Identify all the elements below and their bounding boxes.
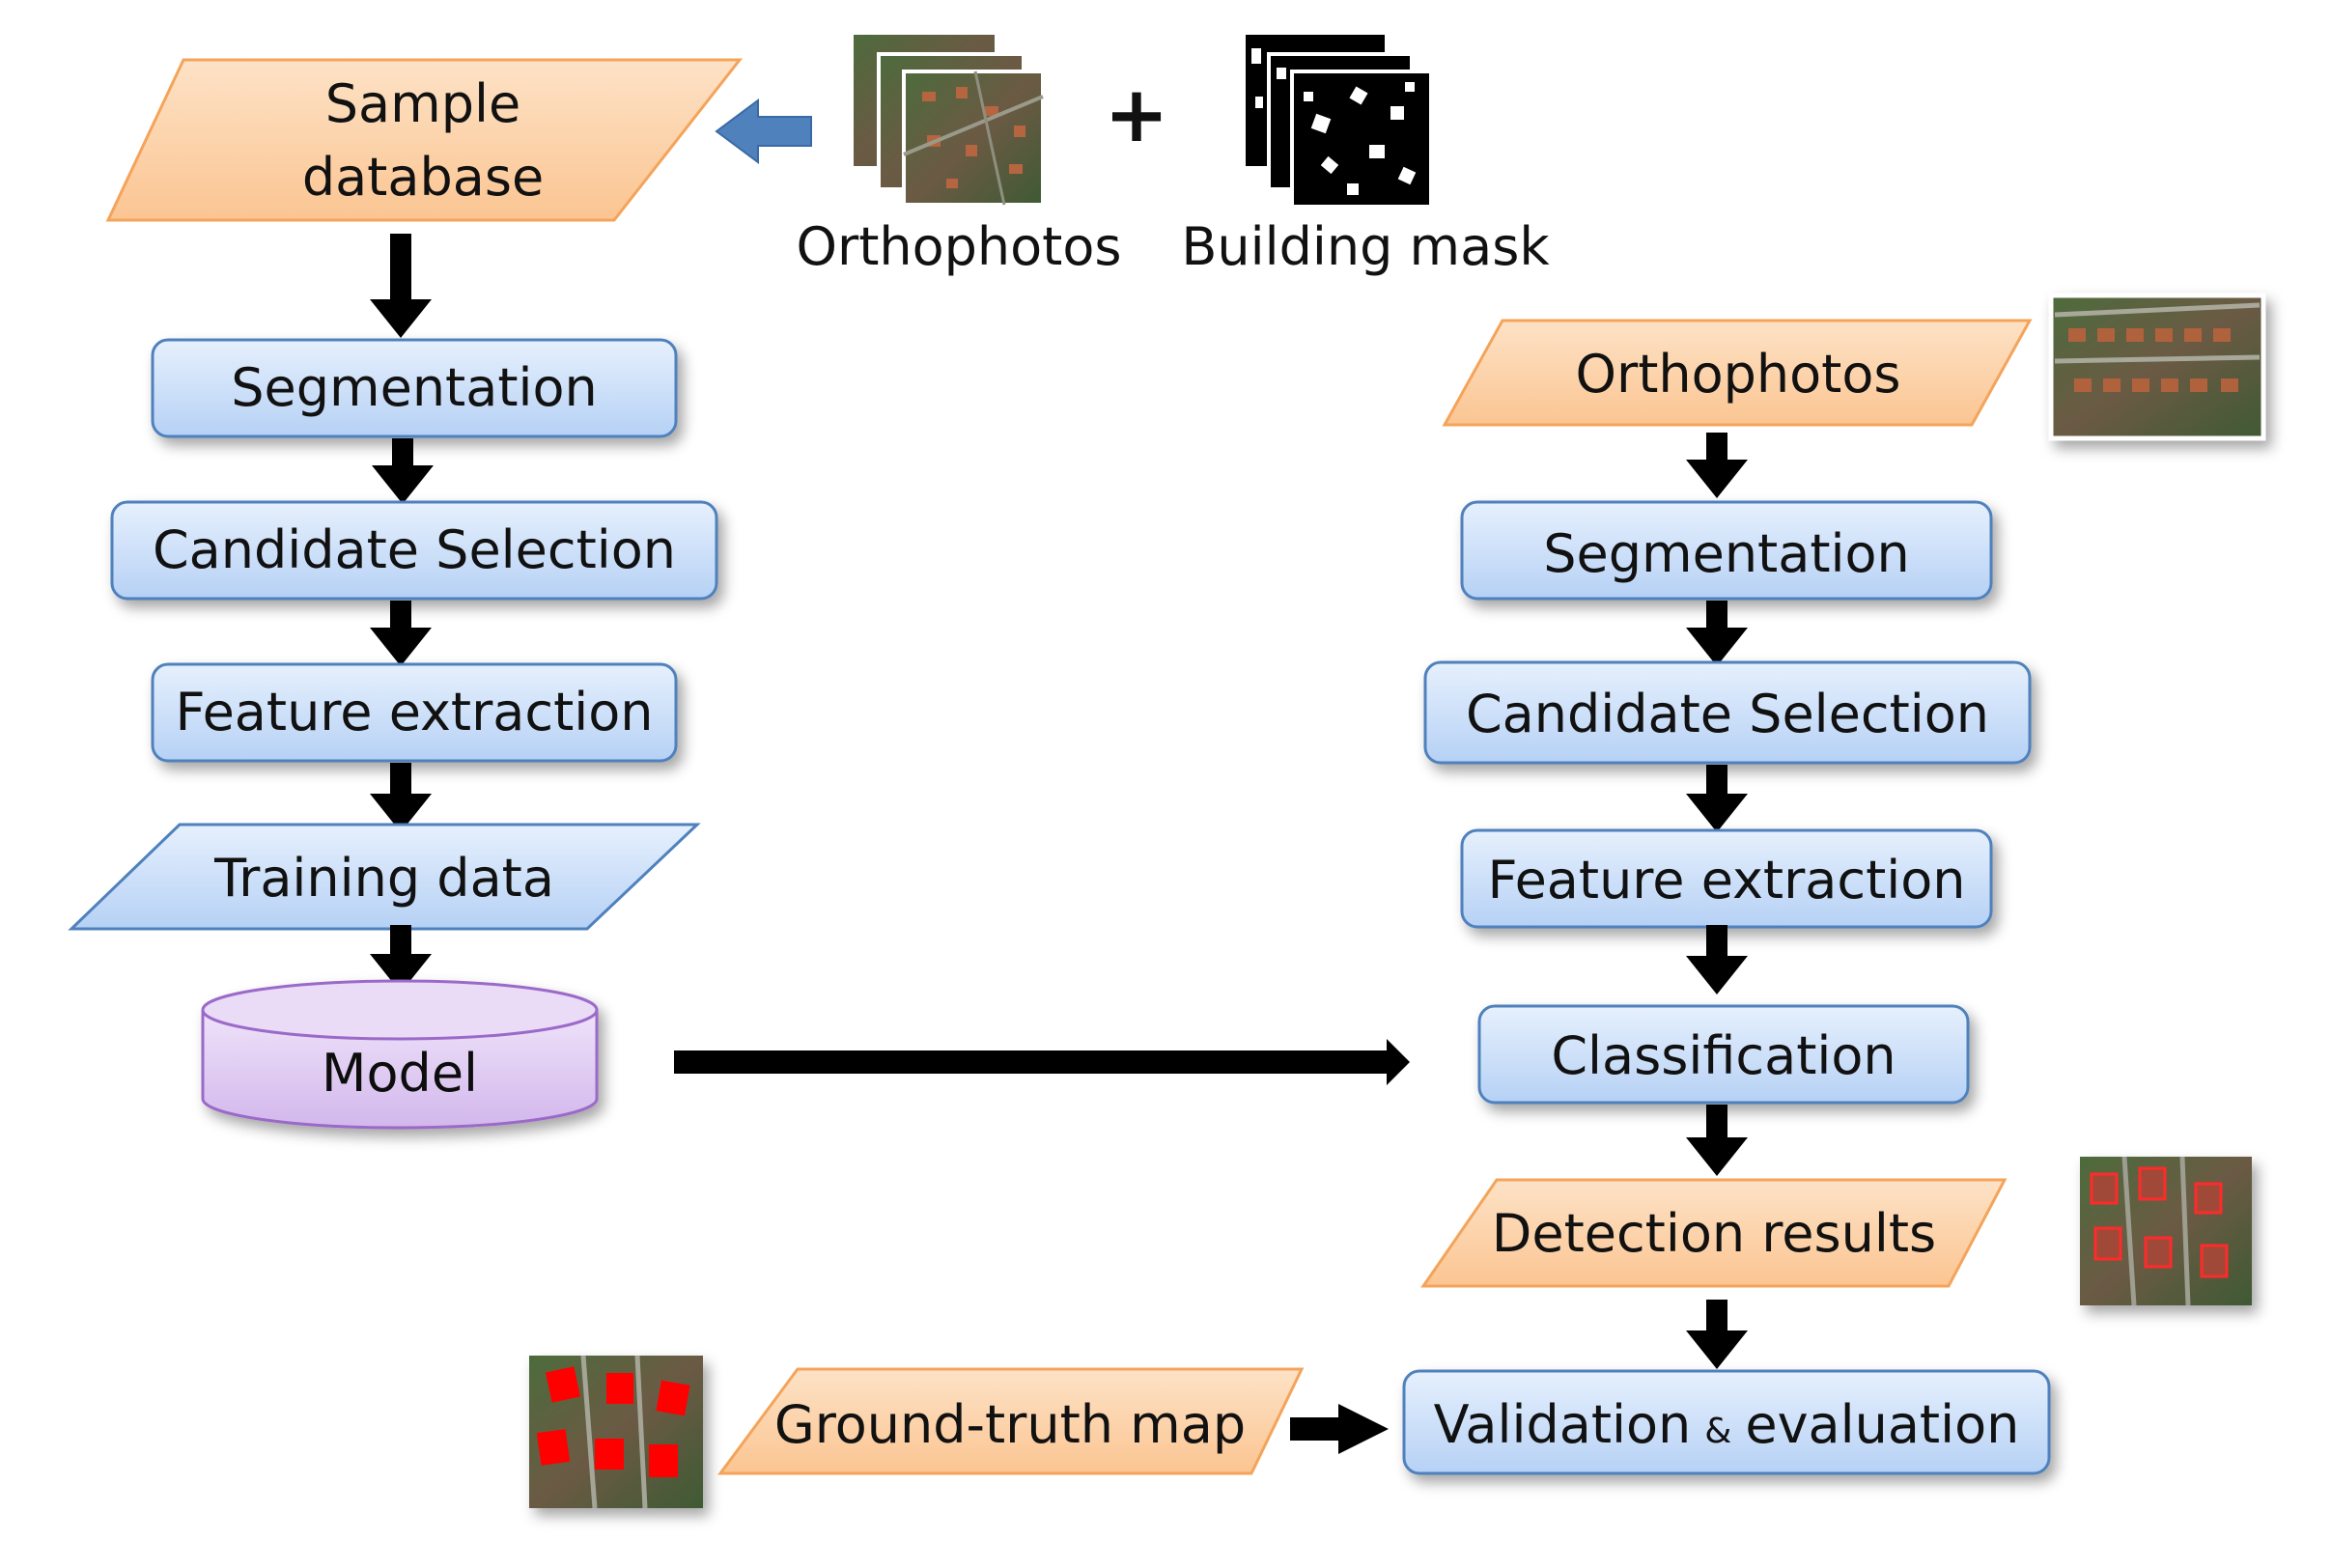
detection-overlay-thumbnail-icon — [2080, 1156, 2252, 1306]
arrow-right-6 — [1686, 1300, 1748, 1369]
classification-label: Classification — [1551, 1025, 1896, 1086]
right-segmentation-node: Segmentation — [1460, 500, 1993, 601]
right-candidate-selection-label: Candidate Selection — [1466, 684, 1989, 744]
right-candidate-selection-node: Candidate Selection — [1423, 660, 2032, 765]
building-mask-caption: Building mask — [1181, 216, 1550, 277]
detection-results-label: Detection results — [1492, 1203, 1936, 1264]
evaluation-word: evaluation — [1745, 1394, 2019, 1455]
sample-database-label-line2: database — [302, 147, 544, 208]
ground-truth-to-validation-arrow — [1290, 1404, 1389, 1454]
training-data-node: Training data — [68, 823, 701, 931]
validation-evaluation-label: Validation&evaluation — [1434, 1394, 2020, 1455]
validation-word: Validation — [1434, 1394, 1692, 1455]
training-data-label: Training data — [213, 848, 554, 909]
arrow-left-1 — [370, 234, 432, 338]
arrow-right-5 — [1686, 1105, 1748, 1176]
arrow-right-2 — [1686, 601, 1748, 666]
orthophoto-stack-icon — [850, 31, 1045, 207]
plus-sign: + — [1104, 70, 1168, 159]
right-feature-extraction-node: Feature extraction — [1460, 828, 1993, 929]
left-feature-extraction-node: Feature extraction — [151, 662, 678, 763]
model-node: Model — [201, 979, 599, 1130]
right-orthophotos-label: Orthophotos — [1575, 344, 1900, 405]
building-mask-stack-icon — [1242, 31, 1433, 209]
left-segmentation-node: Segmentation — [151, 338, 678, 438]
orthophoto-thumbnail-icon — [2048, 293, 2266, 441]
ground-truth-map-node: Ground-truth map — [717, 1367, 1305, 1475]
sample-database-node: Sample database — [105, 58, 744, 222]
left-feature-extraction-label: Feature extraction — [175, 682, 653, 742]
arrow-left-4 — [370, 763, 432, 832]
model-label: Model — [322, 1043, 478, 1104]
right-orthophotos-node: Orthophotos — [1442, 319, 2033, 427]
arrow-right-1 — [1686, 433, 1748, 498]
left-segmentation-label: Segmentation — [231, 357, 598, 418]
arrow-right-3 — [1686, 765, 1748, 832]
classification-node: Classification — [1477, 1004, 1970, 1105]
ground-truth-map-label: Ground-truth map — [774, 1394, 1246, 1455]
ampersand: & — [1704, 1412, 1731, 1451]
right-segmentation-label: Segmentation — [1543, 523, 1910, 584]
orthophotos-caption: Orthophotos — [796, 216, 1121, 277]
left-candidate-selection-label: Candidate Selection — [153, 519, 676, 580]
validation-evaluation-node: Validation&evaluation — [1402, 1369, 2051, 1475]
arrow-left-5 — [370, 925, 432, 993]
right-feature-extraction-label: Feature extraction — [1487, 850, 1965, 910]
detection-results-node: Detection results — [1420, 1178, 2008, 1288]
arrow-left-2 — [372, 438, 434, 504]
left-candidate-selection-node: Candidate Selection — [110, 500, 718, 601]
arrow-right-4 — [1686, 925, 1748, 994]
arrow-left-3 — [370, 601, 432, 666]
sample-database-label-line1: Sample — [325, 73, 520, 134]
ground-truth-thumbnail-icon — [529, 1355, 703, 1509]
model-to-classification-arrow — [674, 1039, 1410, 1085]
input-arrow-icon — [715, 98, 812, 164]
